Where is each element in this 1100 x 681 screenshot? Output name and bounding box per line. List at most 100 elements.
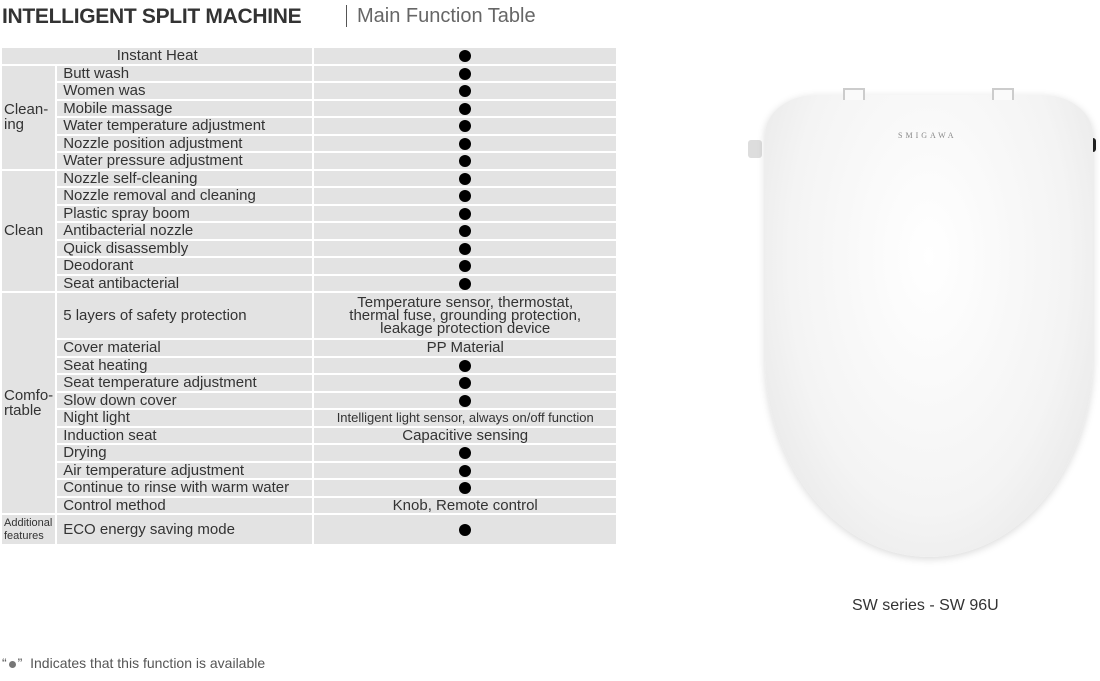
group-label: Clean: [0, 168, 58, 293]
feature-name: Quick disassembly: [55, 238, 315, 258]
table-row: Deodorant: [1, 256, 618, 276]
side-knob: [748, 140, 762, 158]
available-dot-icon: [459, 137, 472, 150]
feature-name: Women was: [55, 81, 315, 101]
hinge-left: [843, 88, 865, 100]
feature-name: Seat temperature adjustment: [55, 373, 315, 393]
group-label: Clean- ing: [0, 63, 58, 171]
available-dot-icon: [459, 67, 472, 80]
feature-value: Intelligent light sensor, always on/off …: [312, 408, 618, 428]
available-dot-icon: [459, 482, 472, 495]
feature-value: [312, 98, 618, 118]
table-row: Plastic spray boom: [1, 203, 618, 223]
feature-value: [312, 168, 618, 188]
table-row: Antibacterial nozzle: [1, 221, 618, 241]
quote-open: “: [2, 655, 7, 671]
feature-name: Induction seat: [55, 425, 315, 445]
available-dot-icon: [459, 102, 472, 115]
feature-value: Capacitive sensing: [312, 425, 618, 445]
available-dot-icon: [459, 120, 472, 133]
feature-value: [312, 373, 618, 393]
feature-name: Butt wash: [55, 63, 315, 83]
table-row: Nozzle removal and cleaning: [1, 186, 618, 206]
feature-value: [312, 151, 618, 171]
table-row: Women was: [1, 81, 618, 101]
feature-name: Instant Heat: [0, 46, 315, 66]
available-dot-icon: [459, 190, 472, 203]
feature-name: Night light: [55, 408, 315, 428]
feature-value: [312, 443, 618, 463]
product-caption: SW series - SW 96U: [852, 597, 999, 614]
feature-value: [312, 355, 618, 375]
feature-value: [312, 513, 618, 546]
brand-logo: SMIGAWA: [898, 131, 957, 140]
feature-value: Temperature sensor, thermostat, thermal …: [312, 291, 618, 340]
group-label: Comfo- rtable: [0, 291, 58, 515]
available-dot-icon: [459, 447, 472, 460]
available-dot-icon: [459, 260, 472, 273]
available-dot-icon: [459, 225, 472, 238]
feature-name: Seat heating: [55, 355, 315, 375]
table-row: Water pressure adjustment: [1, 151, 618, 171]
table-row: Slow down cover: [1, 390, 618, 410]
quote-close: ”: [17, 655, 23, 671]
feature-value: [312, 221, 618, 241]
available-dot-icon: [459, 242, 472, 255]
available-dot-icon: [459, 207, 472, 220]
feature-value: [312, 186, 618, 206]
feature-name: Nozzle removal and cleaning: [55, 186, 315, 206]
available-dot-icon: [459, 394, 472, 407]
feature-name: Nozzle position adjustment: [55, 133, 315, 153]
feature-value: [312, 273, 618, 293]
feature-value: Knob, Remote control: [312, 495, 618, 515]
note-text: Indicates that this function is availabl…: [30, 655, 266, 671]
feature-name: Continue to rinse with warm water: [55, 478, 315, 498]
feature-name: Seat antibacterial: [55, 273, 315, 293]
dot-icon: [8, 660, 16, 668]
feature-value: [312, 256, 618, 276]
feature-name: 5 layers of safety protection: [55, 291, 315, 340]
feature-value: [312, 81, 618, 101]
available-dot-icon: [459, 50, 472, 63]
feature-name: Deodorant: [55, 256, 315, 276]
table-row: Drying: [1, 443, 618, 463]
feature-name: Nozzle self-cleaning: [55, 168, 315, 188]
available-dot-icon: [459, 523, 472, 536]
toilet-seat-image: [765, 95, 1093, 557]
feature-value: [312, 238, 618, 258]
feature-name: Plastic spray boom: [55, 203, 315, 223]
feature-value: [312, 116, 618, 136]
feature-name: Mobile massage: [55, 98, 315, 118]
feature-name: Slow down cover: [55, 390, 315, 410]
available-dot-icon: [459, 377, 472, 390]
feature-value: [312, 390, 618, 410]
available-dot-icon: [459, 155, 472, 168]
table-row: Continue to rinse with warm water: [1, 478, 618, 498]
feature-name: Drying: [55, 443, 315, 463]
legend-note: “ ” Indicates that this function is avail…: [2, 655, 265, 671]
feature-value: [312, 63, 618, 83]
feature-name: Water temperature adjustment: [55, 116, 315, 136]
feature-name: Control method: [55, 495, 315, 515]
feature-name: Water pressure adjustment: [55, 151, 315, 171]
page-title: INTELLIGENT SPLIT MACHINE: [2, 5, 302, 28]
feature-name: Cover material: [55, 338, 315, 358]
available-dot-icon: [459, 85, 472, 98]
available-dot-icon: [459, 172, 472, 185]
feature-name: Air temperature adjustment: [55, 460, 315, 480]
feature-name: Antibacterial nozzle: [55, 221, 315, 241]
group-label: Additional features: [0, 513, 58, 546]
feature-value: [312, 460, 618, 480]
table-row: Quick disassembly: [1, 238, 618, 258]
feature-value: [312, 478, 618, 498]
table-row: Air temperature adjustment: [1, 460, 618, 480]
feature-value: [312, 46, 618, 66]
